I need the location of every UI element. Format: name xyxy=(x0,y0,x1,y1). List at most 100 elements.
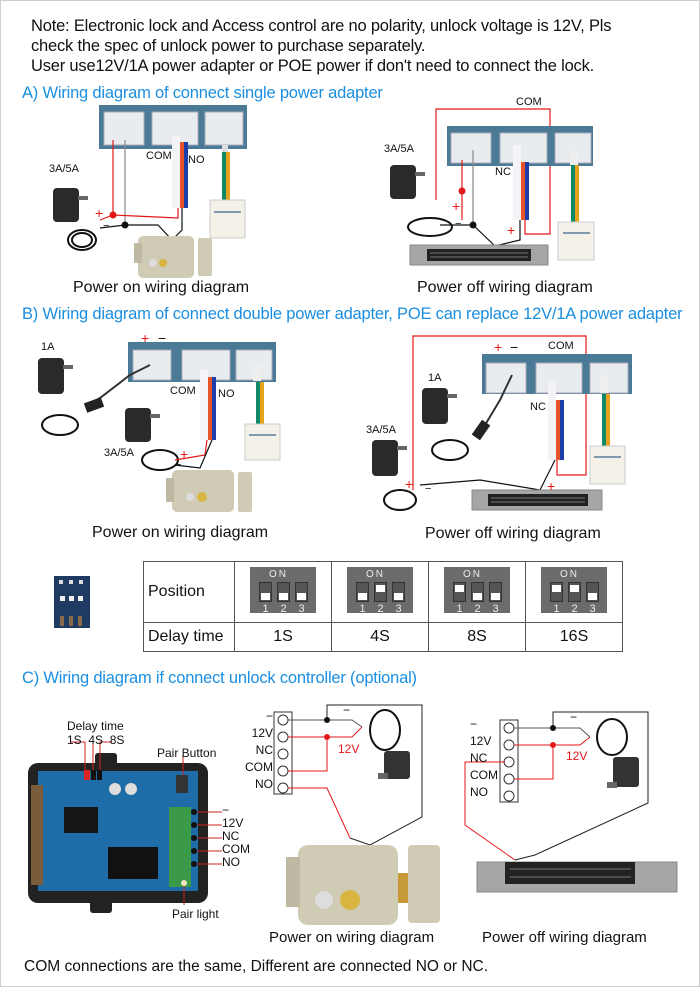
adapter-label: 3A/5A xyxy=(49,163,79,175)
power-adapter-icon-1a xyxy=(422,388,469,461)
section-c-title: C) Wiring diagram if connect unlock cont… xyxy=(22,669,417,687)
terminal-12v: 12V xyxy=(251,726,273,740)
dip-number: 1 xyxy=(359,603,366,615)
caption-a-power-on: Power on wiring diagram xyxy=(73,279,250,296)
diagram-b-power-on xyxy=(38,342,281,512)
pair-light xyxy=(181,880,187,886)
delay-options-label: 1S 4S 8S xyxy=(67,733,125,747)
electric-rim-lock-icon xyxy=(286,845,440,925)
caption-b-power-off: Power off wiring diagram xyxy=(425,525,601,542)
dip-number: 3 xyxy=(492,603,499,615)
magnetic-lock-icon xyxy=(471,489,603,511)
dip-toggle xyxy=(277,582,290,602)
dip-number: 3 xyxy=(395,603,402,615)
dip-number: 2 xyxy=(474,603,481,615)
nc-label: NC xyxy=(530,401,546,413)
minus-sign: − xyxy=(455,218,462,230)
terminal-labels-left: − 12V NC COM NO xyxy=(245,708,273,793)
minus-sign: − xyxy=(175,459,182,471)
dip-on-label: ON xyxy=(269,569,288,580)
pair-button-label: Pair Button xyxy=(157,746,217,760)
diagram-b-power-off xyxy=(372,335,632,511)
delay-time-label: Delay time xyxy=(67,719,124,733)
dip-toggle xyxy=(550,582,563,602)
dip-knob-off xyxy=(358,593,367,600)
dip-number: 2 xyxy=(377,603,384,615)
pair-button[interactable] xyxy=(176,775,188,793)
junction-dot xyxy=(324,734,330,740)
terminal-no: NO xyxy=(222,855,240,869)
dip-knob-on xyxy=(552,585,561,592)
exit-button-icon xyxy=(557,150,595,261)
note-line-1: Note: Electronic lock and Access control… xyxy=(31,17,612,35)
dip-toggle xyxy=(471,582,484,602)
minus-sign-top: − xyxy=(510,339,519,355)
junction-dot xyxy=(109,211,117,219)
dip-on-label: ON xyxy=(560,569,579,580)
relay-wires xyxy=(200,370,216,440)
caption-a-power-off: Power off wiring diagram xyxy=(417,279,593,296)
plus-sign-2: + xyxy=(547,478,556,494)
power-adapter-icon xyxy=(596,718,639,788)
dip-toggle xyxy=(489,582,502,602)
power-adapter-icon xyxy=(53,188,97,251)
controller-terminal-labels: − 12V NC COM NO xyxy=(222,804,250,869)
position-header: Position xyxy=(143,561,235,623)
note-line-3: User use12V/1A power adapter or POE powe… xyxy=(31,57,595,75)
adapter-1a-label: 1A xyxy=(428,372,442,384)
delay-value: 1S xyxy=(234,622,332,652)
antenna-coil xyxy=(31,785,43,885)
minus-label: − xyxy=(343,703,351,717)
terminal-block xyxy=(169,807,191,887)
note-block: Note: Electronic lock and Access control… xyxy=(31,16,611,76)
relay-wires xyxy=(548,380,564,460)
terminal-com: COM xyxy=(470,768,498,782)
terminal-nc: NC xyxy=(222,829,240,843)
terminal-com: COM xyxy=(245,760,273,774)
dip-knob-on xyxy=(570,585,579,592)
terminal-no: NO xyxy=(470,785,488,799)
no-label: NO xyxy=(218,388,235,400)
dip-number: 1 xyxy=(456,603,463,615)
com-label: COM xyxy=(170,385,196,397)
power-adapter-icon xyxy=(390,165,453,237)
electric-rim-lock-icon xyxy=(166,470,252,512)
dip-toggle xyxy=(453,582,466,602)
minus-sign: − xyxy=(425,483,432,495)
dip-switch-photo xyxy=(54,576,90,628)
dip-knob-off xyxy=(588,593,597,600)
com-label: COM xyxy=(548,340,574,352)
controller-board xyxy=(128,342,276,382)
voltage-label: 12V xyxy=(566,749,588,763)
junction-dot xyxy=(324,717,330,723)
pair-light-label: Pair light xyxy=(172,907,219,921)
dip-toggle xyxy=(259,582,272,602)
dip-toggle xyxy=(392,582,405,602)
exit-button-icon xyxy=(589,375,626,485)
dip-number: 1 xyxy=(553,603,560,615)
dip-toggle xyxy=(356,582,369,602)
no-label: NO xyxy=(188,154,205,166)
adapter-3a-label: 3A/5A xyxy=(366,424,396,436)
terminal-12v: 12V xyxy=(470,734,492,748)
delay-value: 4S xyxy=(331,622,429,652)
terminal-com: COM xyxy=(222,842,250,856)
note-line-2: check the spec of unlock power to purcha… xyxy=(31,37,426,55)
caption-c-power-off: Power off wiring diagram xyxy=(482,929,647,946)
power-adapter-icon-3a xyxy=(125,408,179,471)
unlock-controller-diagram xyxy=(28,741,222,913)
diagram-a-power-on xyxy=(53,105,247,278)
delay-value: 16S xyxy=(525,622,623,652)
plus-sign: + xyxy=(405,476,414,492)
junction-dot xyxy=(469,221,477,229)
dip-knob-off xyxy=(473,593,482,600)
plus-sign-top: + xyxy=(141,330,150,346)
terminal-minus: − xyxy=(265,709,273,723)
adapter-1a-label: 1A xyxy=(41,341,55,353)
